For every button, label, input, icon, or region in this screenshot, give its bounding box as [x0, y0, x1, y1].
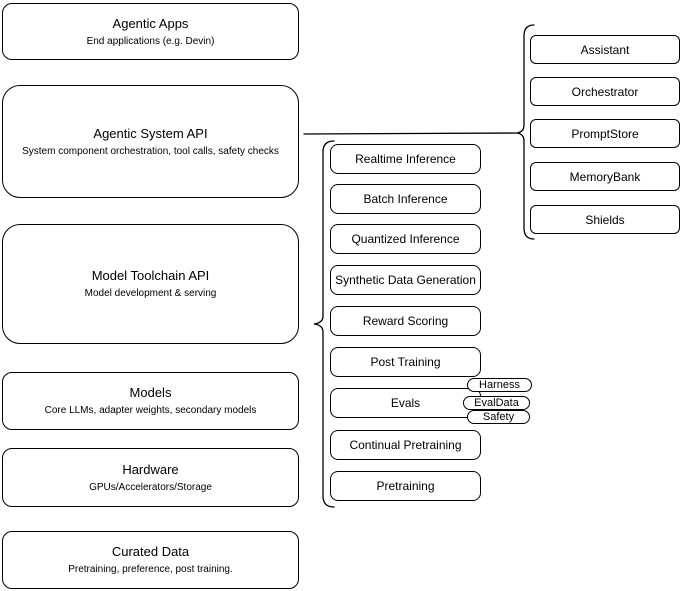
node-evals: Evals: [330, 388, 481, 418]
node-batch-inference: Batch Inference: [330, 184, 481, 214]
box-subtitle: End applications (e.g. Devin): [86, 35, 215, 47]
box-subtitle: Model development & serving: [84, 288, 217, 299]
system-api-connector-line: [303, 132, 518, 135]
box-subtitle: System component orchestration, tool cal…: [22, 145, 279, 157]
box-hardware: Hardware GPUs/Accelerators/Storage: [2, 448, 299, 507]
box-agentic-apps: Agentic Apps End applications (e.g. Devi…: [2, 3, 299, 60]
box-subtitle: Pretraining, preference, post training.: [68, 564, 233, 575]
box-title: Agentic System API: [93, 125, 208, 141]
node-orchestrator: Orchestrator: [530, 77, 680, 106]
node-pretraining: Pretraining: [330, 471, 481, 501]
box-subtitle: GPUs/Accelerators/Storage: [89, 481, 212, 493]
node-quantized-inference: Quantized Inference: [330, 224, 481, 254]
box-models: Models Core LLMs, adapter weights, secon…: [2, 372, 299, 430]
node-memorybank: MemoryBank: [530, 162, 680, 191]
box-model-toolchain-api: Model Toolchain API Model development & …: [2, 224, 299, 344]
pill-safety: Safety: [467, 410, 530, 424]
box-title: Hardware: [122, 461, 179, 477]
node-realtime-inference: Realtime Inference: [330, 144, 481, 174]
box-agentic-system-api: Agentic System API System component orch…: [2, 85, 299, 198]
box-title: Model Toolchain API: [91, 268, 210, 283]
box-title: Curated Data: [111, 544, 190, 559]
box-curated-data: Curated Data Pretraining, preference, po…: [2, 531, 299, 589]
node-promptstore: PromptStore: [530, 119, 680, 148]
node-synthetic-data-generation: Synthetic Data Generation: [330, 265, 481, 295]
pill-harness: Harness: [467, 378, 532, 392]
node-continual-pretraining: Continual Pretraining: [330, 430, 481, 460]
pill-evaldata: EvalData: [463, 396, 530, 410]
node-assistant: Assistant: [530, 35, 680, 64]
box-title: Agentic Apps: [112, 15, 189, 31]
node-reward-scoring: Reward Scoring: [330, 306, 481, 336]
box-subtitle: Core LLMs, adapter weights, secondary mo…: [44, 405, 257, 416]
box-title: Models: [129, 385, 172, 400]
node-shields: Shields: [530, 205, 680, 234]
node-post-training: Post Training: [330, 347, 481, 377]
